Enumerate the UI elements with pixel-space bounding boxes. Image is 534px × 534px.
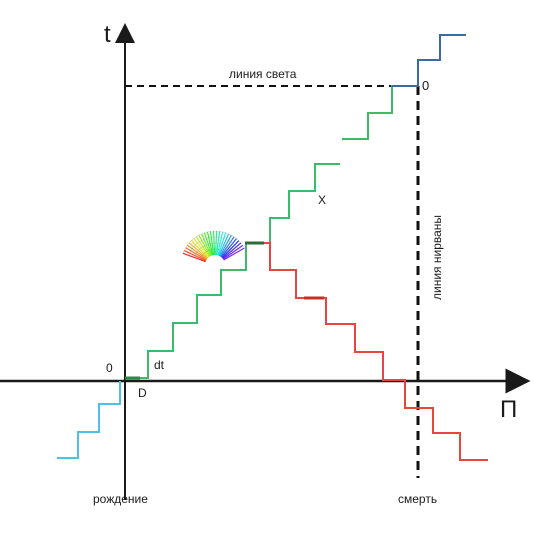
time-axis-label: t [104, 21, 111, 48]
before-birth-path [57, 381, 121, 459]
light-line-label: линия света [229, 67, 297, 81]
red-descending-path [264, 242, 488, 461]
origin-label: 0 [106, 361, 113, 375]
x-label: X [318, 193, 326, 207]
birth-label: рождение [93, 492, 148, 506]
nirvana-line-label: линия нирваны [430, 215, 444, 300]
space-axis-label: П [500, 396, 517, 423]
green-upper-path [342, 85, 410, 140]
blue-path [392, 34, 466, 87]
death-label: смерть [398, 492, 437, 506]
d-label: D [138, 386, 147, 400]
green-ascending-path [125, 163, 340, 379]
end-point-label: 0 [422, 78, 429, 93]
color-fan-icon [182, 230, 245, 263]
dt-label: dt [154, 358, 165, 372]
